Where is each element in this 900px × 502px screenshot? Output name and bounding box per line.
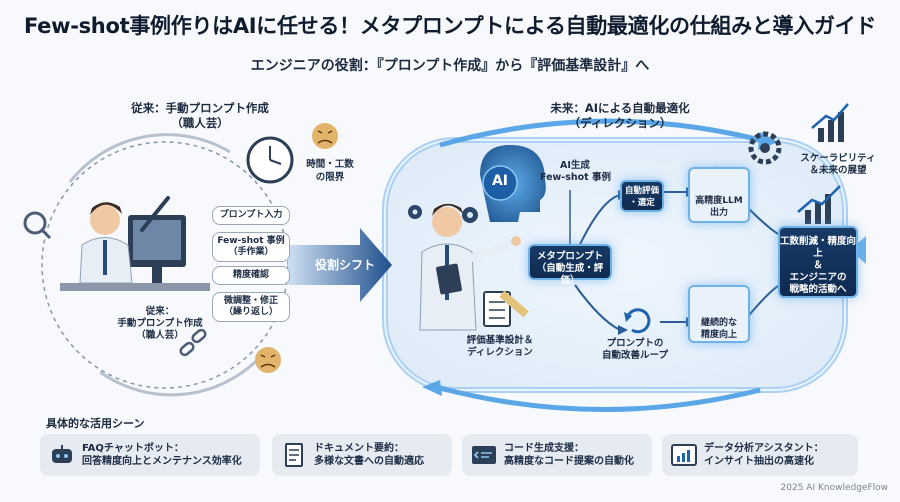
scene-card-data: データ分析アシスタント： インサイト抽出の高速化 bbox=[662, 434, 858, 476]
gear-arrow-icon bbox=[748, 131, 782, 165]
auto-heading: 未来：AIによる自動最適化 bbox=[550, 101, 690, 115]
scene-desc: インサイト抽出の高速化 bbox=[704, 456, 814, 467]
scene-desc: 回答精度向上とメンテナンス効率化 bbox=[82, 456, 242, 467]
manual-heading-sub: （職人芸） bbox=[171, 116, 229, 130]
step-line: Few-shot 事例 bbox=[217, 236, 285, 246]
meta-prompt-box: メタプロンプト （自動生成・評価） bbox=[528, 244, 612, 286]
time-limit-label-1: 時間・工数 bbox=[306, 159, 354, 170]
scenes-title: 具体的な活用シーン bbox=[46, 417, 145, 430]
step-fine-tuning: 微調整・修正 （繰り返し） bbox=[212, 292, 290, 322]
step-fewshot-manual: Few-shot 事例 （手作業） bbox=[212, 232, 290, 262]
continuous-line1: 継続的な bbox=[700, 318, 737, 328]
chatbot-icon bbox=[52, 445, 72, 463]
scene-title: コード生成支援： bbox=[504, 443, 584, 454]
scene-desc: 多様な文書への自動適応 bbox=[314, 456, 424, 467]
manual-engineer-illustration bbox=[60, 202, 210, 291]
scalability-label-1: スケーラビリティ bbox=[800, 153, 876, 164]
scene-desc: 高精度なコード提案の自動化 bbox=[504, 456, 634, 467]
time-limit-label-2: の限界 bbox=[315, 172, 345, 183]
role-shift-label: 役割シフト bbox=[314, 258, 375, 272]
ai-gen-label-2: Few-shot 事例 bbox=[539, 172, 612, 183]
result-box: 工数削減・精度向上 ＆ エンジニアの 戦略的活動へ bbox=[778, 226, 858, 298]
step-line-sub: （繰り返し） bbox=[223, 307, 278, 317]
clock-icon bbox=[246, 136, 294, 184]
result-line1: 工数削減・精度向上 bbox=[780, 236, 857, 259]
design-label-2: ディレクション bbox=[467, 347, 533, 358]
scene-title: ドキュメント要約： bbox=[314, 443, 404, 454]
llm-output-box: 高精度LLM 出力 bbox=[688, 167, 750, 223]
continuous-line2: 精度向上 bbox=[700, 330, 737, 340]
step-line: 精度確認 bbox=[232, 270, 269, 280]
role-shift-arrow bbox=[288, 228, 392, 302]
person-label-3: （職人芸） bbox=[136, 330, 184, 341]
magnifier-icon bbox=[23, 211, 52, 240]
clipboard-icon bbox=[483, 290, 529, 327]
manual-heading: 従来：手動プロンプト作成 bbox=[131, 101, 269, 115]
llm-output-line2: 出力 bbox=[709, 208, 728, 218]
person-label-1: 従来： bbox=[145, 306, 175, 317]
step-prompt-input: プロンプト入力 bbox=[212, 206, 290, 225]
chart-icon bbox=[671, 444, 697, 466]
ai-gen-label-1: AI生成 bbox=[560, 160, 590, 171]
document-icon bbox=[285, 443, 303, 467]
loop-label-2: 自動改善ループ bbox=[602, 350, 668, 361]
meta-prompt-sub: （自動生成・評価） bbox=[536, 263, 604, 286]
growth-chart-icon bbox=[811, 103, 849, 142]
result-line4: 戦略的活動へ bbox=[789, 284, 847, 295]
frustrated-face-icon bbox=[312, 123, 338, 149]
frustrated-face-icon-2 bbox=[255, 347, 281, 373]
step-accuracy-check: 精度確認 bbox=[212, 266, 290, 285]
growth-bars-icon bbox=[797, 185, 841, 224]
gear-icon bbox=[408, 205, 478, 223]
step-line-sub: （手作業） bbox=[228, 247, 274, 257]
footer-credit: 2025 AI KnowledgeFlow bbox=[780, 483, 888, 493]
page-title: Few-shot事例作りはAIに任せる！メタプロンプトによる自動最適化の仕組みと… bbox=[23, 14, 877, 38]
ai-text: AI bbox=[491, 173, 509, 189]
refresh-icon bbox=[624, 308, 651, 334]
pen-icon bbox=[140, 196, 170, 232]
loop-label-1: プロンプトの bbox=[606, 338, 664, 349]
code-icon bbox=[472, 446, 496, 464]
auto-heading-sub: （ディレクション） bbox=[568, 116, 672, 130]
scene-card-faq: FAQチャットボット： 回答精度向上とメンテナンス効率化 bbox=[40, 434, 260, 476]
design-label-1: 評価基準設計＆ bbox=[466, 335, 534, 346]
scene-title: FAQチャットボット： bbox=[82, 443, 184, 454]
broken-chain-icon bbox=[179, 328, 207, 357]
result-line3: エンジニアの bbox=[789, 272, 847, 283]
auto-eval-line2: ・選定 bbox=[629, 198, 655, 208]
auto-eval-line1: 自動評価 bbox=[624, 186, 659, 196]
step-line: 微調整・修正 bbox=[223, 296, 278, 306]
continuous-improve-box: 継続的な 精度向上 bbox=[688, 285, 750, 343]
step-line: プロンプト入力 bbox=[219, 210, 283, 220]
result-line2: ＆ bbox=[813, 260, 823, 271]
scene-card-code: コード生成支援： 高精度なコード提案の自動化 bbox=[462, 434, 652, 476]
director-engineer-illustration bbox=[419, 203, 521, 331]
person-label-2: 手動プロンプト作成 bbox=[117, 318, 203, 329]
scalability-label-2: ＆未来の展望 bbox=[809, 165, 867, 176]
llm-output-line1: 高精度LLM bbox=[695, 196, 743, 206]
auto-eval-box: 自動評価 ・選定 bbox=[620, 180, 664, 212]
ai-head-icon bbox=[480, 145, 546, 222]
page-subtitle: エンジニアの役割：『プロンプト作成』から『評価基準設計』へ bbox=[250, 58, 650, 74]
scene-card-summary: ドキュメント要約： 多様な文書への自動適応 bbox=[272, 434, 452, 476]
scene-title: データ分析アシスタント： bbox=[704, 443, 824, 454]
meta-prompt-title: メタプロンプト bbox=[536, 251, 604, 262]
